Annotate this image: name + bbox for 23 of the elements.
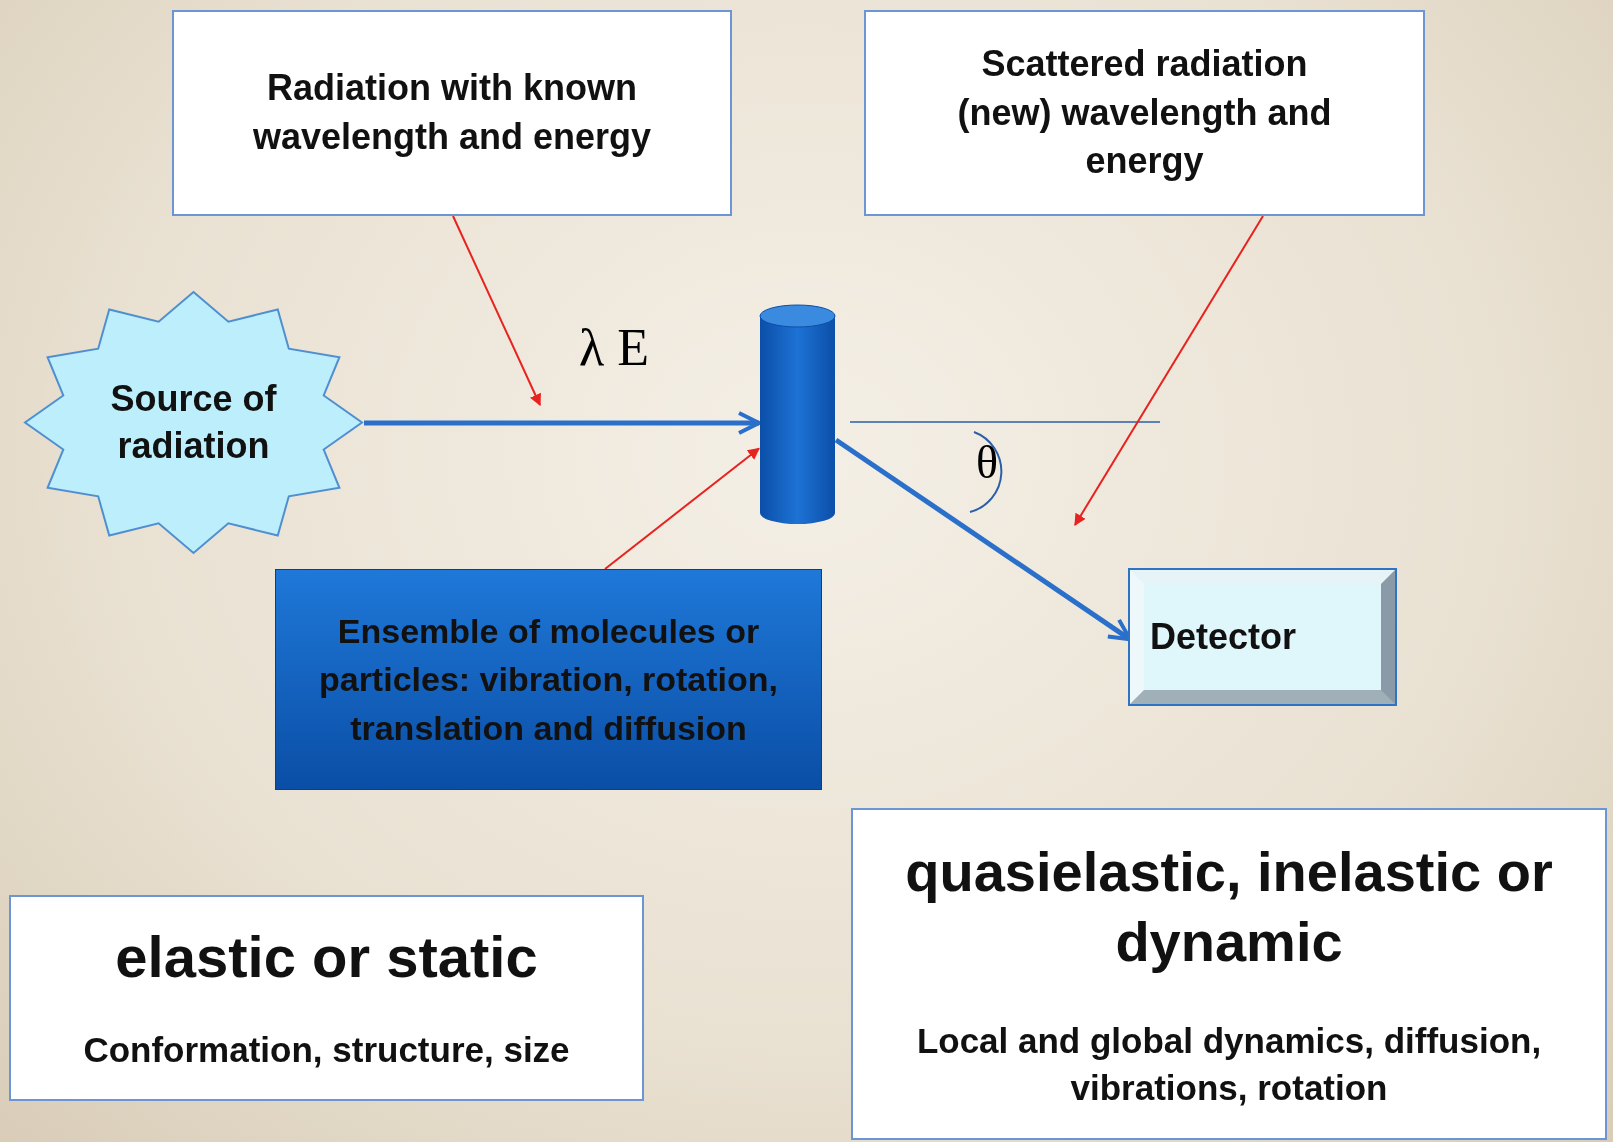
edge-label: λ E: [579, 322, 649, 374]
heading-text: quasielastic, inelastic or dynamic: [904, 838, 1554, 975]
arrow: [1074, 215, 1264, 527]
angle-label: θ: [976, 440, 999, 486]
arrow: [452, 215, 541, 407]
heading-text: elastic or static: [115, 925, 538, 989]
node-text: Detector: [1150, 615, 1297, 659]
source-star: [23, 290, 364, 555]
text-box: [172, 10, 732, 216]
node-text: Ensemble of molecules or particles: vibration, rotation, translation and diffusion: [317, 611, 780, 749]
sample-box: [275, 569, 822, 790]
detector-box: [1130, 570, 1395, 704]
node-text: Conformation, structure, size: [83, 1028, 570, 1071]
node-text: Local and global dynamics, diffusion, vibrations, rotation: [915, 1019, 1543, 1109]
arrow: [364, 411, 761, 435]
node-text: Source of radiation: [109, 376, 278, 468]
sample-cylinder: [759, 304, 836, 525]
node-text: Radiation with known wavelength and energy: [251, 66, 653, 159]
node-text: Scattered radiation (new) wavelength and energy: [956, 42, 1333, 184]
text-box: [9, 895, 644, 1101]
text-box: [864, 10, 1425, 216]
text-box: [851, 808, 1607, 1140]
arrow: [604, 447, 760, 570]
